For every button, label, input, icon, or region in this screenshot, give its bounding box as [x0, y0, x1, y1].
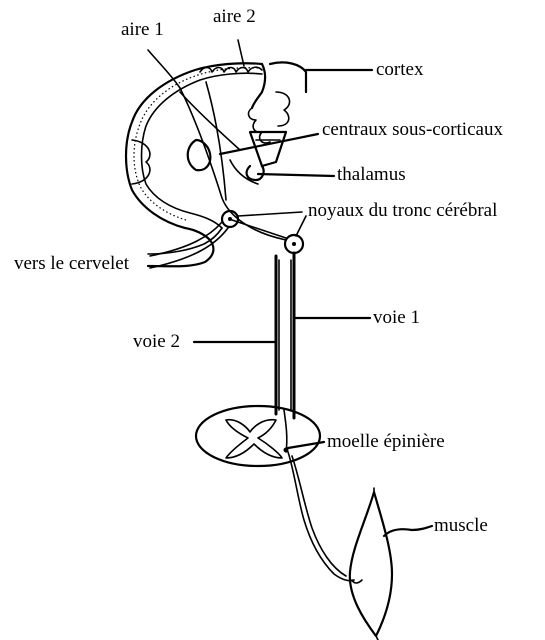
spinal-cord — [196, 406, 320, 466]
brainstem-nuclei — [222, 211, 303, 253]
label-voie-2: voie 2 — [133, 332, 180, 351]
label-voie-1: voie 1 — [373, 308, 420, 327]
label-cortex: cortex — [376, 60, 423, 79]
label-thalamus: thalamus — [337, 165, 406, 184]
motor-nerve — [288, 452, 354, 581]
label-noyaux-tronc-cerebral: noyaux du tronc cérébral — [308, 201, 497, 220]
label-aire-1: aire 1 — [121, 20, 164, 39]
muscle-shape — [350, 488, 392, 640]
label-centraux-sous-corticaux: centraux sous-corticaux — [322, 120, 503, 139]
brainstem-nucleus-dot — [292, 242, 296, 246]
spinal-tract — [276, 253, 294, 418]
label-moelle-epiniere: moelle épinière — [327, 432, 445, 451]
label-aire-2: aire 2 — [213, 7, 256, 26]
label-vers-le-cervelet: vers le cervelet — [14, 254, 129, 273]
spinal-cord-outline — [196, 406, 320, 466]
label-muscle: muscle — [434, 516, 488, 535]
